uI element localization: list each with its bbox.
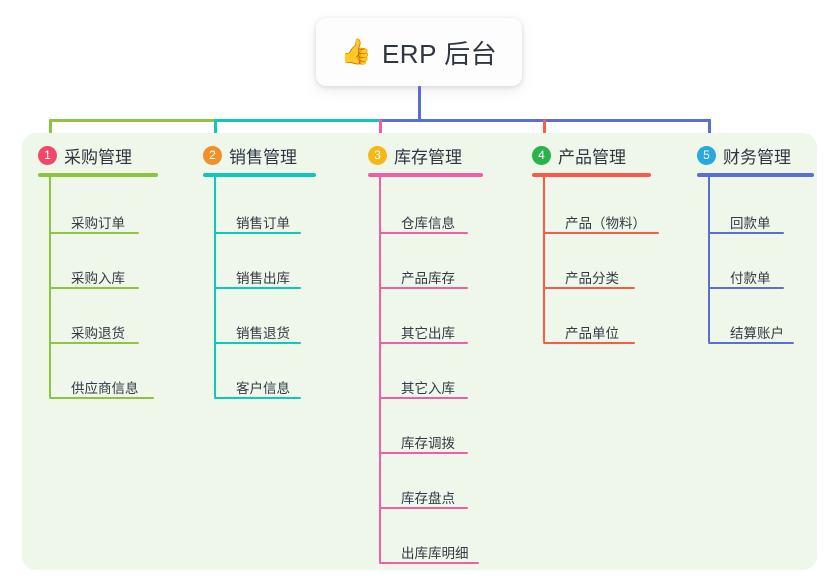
branch-header-rule — [368, 173, 483, 177]
leaf-rule — [543, 287, 635, 289]
root-trunk-line — [418, 86, 421, 122]
branch-number-badge: 4 — [532, 146, 551, 165]
leaf-rule — [379, 452, 468, 454]
leaf-rule — [49, 397, 154, 399]
leaf-rule — [49, 287, 139, 289]
branch-title: 销售管理 — [229, 148, 297, 167]
branch-header-rule — [532, 173, 651, 177]
leaf-rule — [708, 287, 784, 289]
branch-header-rule — [38, 173, 158, 177]
branch-header-rule — [203, 173, 316, 177]
branch-title: 财务管理 — [723, 148, 791, 167]
leaf-rule — [379, 562, 479, 564]
leaf-rule — [379, 232, 468, 234]
leaf-rule — [214, 397, 301, 399]
branch-spine — [543, 177, 545, 342]
leaf-rule — [708, 232, 784, 234]
leaf-rule — [379, 287, 468, 289]
branch-title: 采购管理 — [64, 148, 132, 167]
branch-header-1[interactable]: 1 采购管理 — [38, 143, 132, 168]
leaf-rule — [49, 342, 139, 344]
leaf-rule — [379, 507, 468, 509]
branch-number-badge: 2 — [203, 146, 222, 165]
branch-title: 库存管理 — [394, 148, 462, 167]
branch-header-3[interactable]: 3 库存管理 — [368, 143, 462, 168]
leaf-rule — [214, 342, 301, 344]
leaf-rule — [708, 342, 794, 344]
leaf-rule — [214, 287, 301, 289]
branch-spine — [708, 177, 710, 342]
branch-header-rule — [697, 173, 814, 177]
thumbs-up-icon: 👍 — [340, 37, 372, 66]
leaf-rule — [543, 232, 659, 234]
leaf-rule — [379, 342, 468, 344]
branch-header-4[interactable]: 4 产品管理 — [532, 143, 626, 168]
bus-segment — [214, 119, 382, 122]
branch-number-badge: 1 — [38, 146, 57, 165]
leaf-rule — [379, 397, 468, 399]
branch-title: 产品管理 — [558, 148, 626, 167]
leaf-rule — [49, 232, 139, 234]
branch-number-badge: 5 — [697, 146, 716, 165]
branch-spine — [379, 177, 381, 562]
root-node[interactable]: 👍 ERP 后台 — [316, 18, 522, 86]
leaf-rule — [214, 232, 301, 234]
branch-number-badge: 3 — [368, 146, 387, 165]
bus-segment — [49, 119, 217, 122]
leaf-rule — [543, 342, 635, 344]
branch-header-5[interactable]: 5 财务管理 — [697, 143, 791, 168]
branch-header-2[interactable]: 2 销售管理 — [203, 143, 297, 168]
root-node-title: ERP 后台 — [381, 38, 498, 69]
